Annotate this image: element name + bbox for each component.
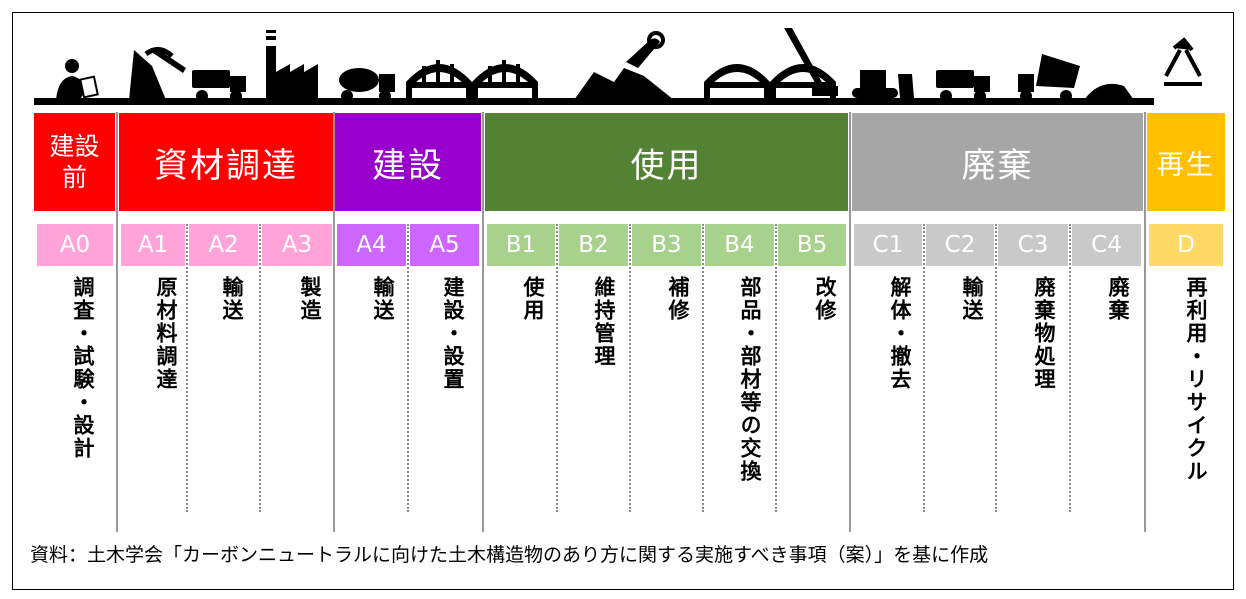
stage-desc-A4: 輸送 <box>371 276 395 322</box>
phase-use: 使用 <box>485 113 848 211</box>
stage-desc-D: 再利用・リサイクル <box>1184 276 1208 483</box>
stage-desc-A3: 製造 <box>298 276 322 322</box>
stage-divider <box>923 224 925 512</box>
bridge-with-crane-icon <box>704 28 838 100</box>
stage-desc-B3: 補修 <box>666 276 690 322</box>
stage-divider <box>186 224 188 512</box>
recycle-icon <box>1164 37 1202 86</box>
phase-pre-construction: 建設 前 <box>34 113 115 211</box>
concrete-mixer-truck-icon <box>339 68 395 102</box>
stage-code-C3: C3 <box>998 224 1068 266</box>
stage-desc-B4: 部品・部材等の交換 <box>738 276 762 483</box>
phase-divider <box>849 112 851 532</box>
phase-divider <box>333 112 335 532</box>
bulldozer-icon <box>852 70 914 98</box>
stage-divider <box>629 224 631 512</box>
source-caption: 資料：土木学会「カーボンニュートラルに向けた土木構造物のあり方に関する実施すべき… <box>30 544 989 566</box>
phase-divider <box>116 112 118 532</box>
stage-desc-A5: 建設・設置 <box>441 276 465 391</box>
stage-divider <box>556 224 558 512</box>
stage-code-B5: B5 <box>778 224 846 266</box>
stage-desc-B5: 改修 <box>813 276 837 322</box>
tipping-dump-truck-icon <box>1018 54 1134 102</box>
dump-truck-icon <box>192 70 246 102</box>
stage-code-C1: C1 <box>854 224 922 266</box>
stage-code-C2: C2 <box>926 224 994 266</box>
phase-material-procurement: 資材調達 <box>119 113 333 211</box>
arch-bridge-icon <box>406 60 538 100</box>
phase-divider <box>482 112 484 532</box>
stage-code-A3: A3 <box>262 224 332 266</box>
stage-desc-B1: 使用 <box>521 276 545 322</box>
phase-disposal: 廃棄 <box>852 113 1143 211</box>
diagram-frame <box>12 12 1234 590</box>
factory-icon <box>266 30 318 100</box>
icon-strip <box>34 28 1202 105</box>
stage-desc-A1: 原材料調達 <box>154 276 178 391</box>
handshake-wrench-icon <box>574 31 674 100</box>
stage-divider <box>1069 224 1071 512</box>
stage-desc-C3: 廃棄物処理 <box>1032 276 1056 391</box>
person-with-document-icon <box>56 59 99 100</box>
stage-code-B3: B3 <box>632 224 701 266</box>
stage-code-B4: B4 <box>705 224 774 266</box>
stage-divider <box>995 224 997 512</box>
ground-line <box>34 98 1154 105</box>
stage-divider <box>407 224 409 512</box>
stage-code-A5: A5 <box>410 224 479 266</box>
stage-code-A1: A1 <box>121 224 185 266</box>
stage-code-B2: B2 <box>559 224 628 266</box>
stage-divider <box>259 224 261 512</box>
stage-desc-C1: 解体・撤去 <box>888 276 912 391</box>
stage-code-C4: C4 <box>1072 224 1141 266</box>
phase-divider <box>1144 112 1146 532</box>
stage-code-A4: A4 <box>337 224 406 266</box>
phase-construction: 建設 <box>335 113 481 211</box>
stage-divider <box>775 224 777 512</box>
stage-code-A2: A2 <box>189 224 258 266</box>
stage-desc-B2: 維持管理 <box>592 276 616 368</box>
stage-desc-C4: 廃棄 <box>1106 276 1130 322</box>
stage-code-B1: B1 <box>487 224 555 266</box>
stage-desc-A2: 輸送 <box>220 276 244 322</box>
stage-desc-A0: 調査・試験・設計 <box>71 276 95 460</box>
stage-divider <box>702 224 704 512</box>
phase-recycle: 再生 <box>1147 113 1225 211</box>
dump-truck-icon <box>936 70 990 102</box>
mining-pickaxe-icon <box>129 47 186 100</box>
stage-code-D: D <box>1149 224 1223 266</box>
stage-code-A0: A0 <box>37 224 113 266</box>
stage-desc-C2: 輸送 <box>960 276 984 322</box>
